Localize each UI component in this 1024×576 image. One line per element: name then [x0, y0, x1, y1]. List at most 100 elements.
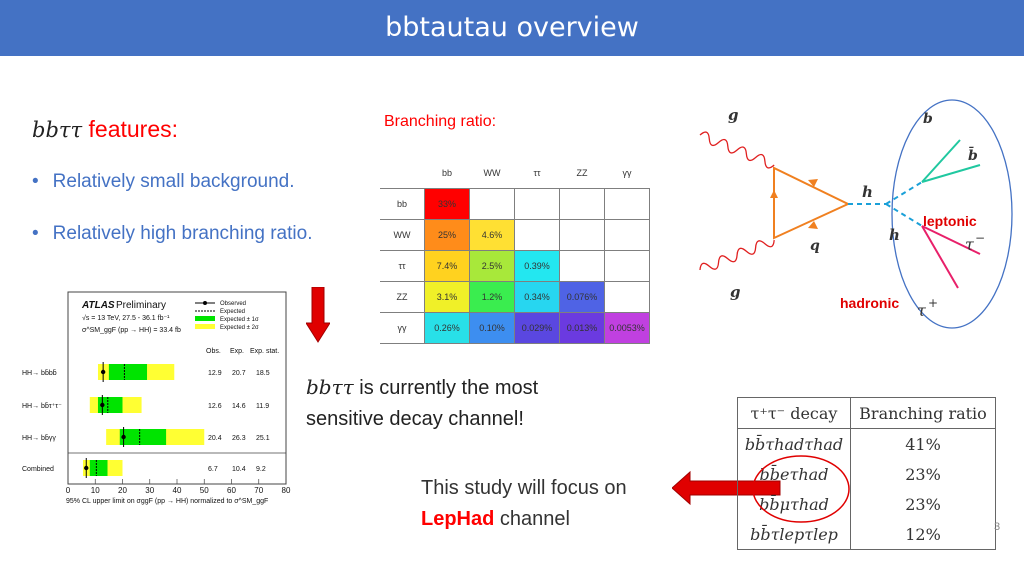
x-axis-label: 95% CL upper limit on σggF (pp → HH) nor… [66, 498, 268, 505]
ratio-cell: 25% [424, 219, 470, 251]
bullet-dot-icon: • [32, 223, 39, 244]
value-label: 20.7 [232, 370, 246, 377]
ratio-cell: 0.0053% [604, 312, 650, 344]
ratio-cell: 1.2% [469, 281, 515, 313]
ratio-cell: 0.029% [514, 312, 560, 344]
category-label: Combined [22, 466, 54, 473]
features-heading: bbττ features: [32, 116, 178, 143]
empty-cell [559, 219, 605, 251]
tau-minus-label: τ [965, 235, 975, 254]
bullet-dot-icon: • [32, 171, 39, 192]
higgs-label: h [889, 226, 900, 244]
bullet-item: • Relatively small background. [32, 171, 295, 193]
col-header: Exp. [230, 348, 244, 355]
legend-label: Expected ± 1σ [220, 317, 259, 323]
higgs-line [885, 203, 923, 227]
ratio-cell: 41% [905, 434, 941, 454]
empty-cell [604, 219, 650, 251]
decay-header-cell: τ⁺τ⁻ decay [738, 398, 851, 429]
gluon-top-label: g [728, 106, 739, 124]
observed-marker [121, 434, 126, 440]
value-label: 6.7 [208, 466, 218, 473]
ratio-cell: 0.39% [514, 250, 560, 282]
lephad-circle [752, 455, 850, 523]
tau-plus-line [921, 225, 959, 289]
value-label: 18.5 [256, 370, 270, 377]
decay-cell: bb̄μτhad [738, 489, 851, 519]
empty-cell [514, 219, 560, 251]
slide-title: bbtautau overview [385, 12, 639, 43]
empty-cell [604, 188, 650, 220]
x-tick-label: 40 [173, 486, 182, 495]
ratio-cell: 23% [905, 464, 941, 484]
ratio-cell: 23% [905, 494, 941, 514]
ratio-cell: 33% [424, 188, 470, 220]
quark-label: q [810, 238, 820, 254]
atlas-limit-chart: ATLAS Preliminary √s = 13 TeV, 27.5 - 36… [22, 291, 291, 505]
row-header: bb [380, 188, 425, 220]
decay-table-box: τ⁺τ⁻ decay Branching ratio bb̄τhadτhad 4… [737, 397, 996, 550]
band-1sigma [119, 429, 167, 445]
tau-minus-line [921, 225, 981, 255]
x-tick-label: 50 [200, 486, 209, 495]
sensitivity-text: is currently the most sensitive decay ch… [306, 377, 539, 430]
features-math-label: bbττ [32, 118, 83, 142]
col-header: Obs. [206, 348, 221, 355]
ratio-cell: 3.1% [424, 281, 470, 313]
tau-minus-sup: − [975, 231, 985, 245]
lephad-highlight: LepHad [421, 508, 495, 530]
row-header: γγ [380, 312, 425, 344]
x-tick-label: 60 [227, 486, 236, 495]
observed-marker [84, 465, 89, 471]
b-line [921, 139, 961, 183]
row-header: WW [380, 219, 425, 251]
value-label: 14.6 [232, 403, 246, 410]
decay-table: τ⁺τ⁻ decay Branching ratio bb̄τhadτhad 4… [738, 398, 995, 549]
value-label: 20.4 [208, 435, 222, 442]
ratio-header-cell: Branching ratio [850, 398, 995, 429]
ratio-cell: 7.4% [424, 250, 470, 282]
decay-ellipse [891, 99, 1013, 329]
quark-loop [773, 166, 851, 240]
x-tick-label: 70 [254, 486, 263, 495]
slide-number: 3 [994, 521, 1001, 533]
atlas-brand: ATLAS [81, 300, 115, 311]
empty-cell [559, 250, 605, 282]
col-header: Exp. stat. [250, 348, 279, 355]
value-label: 12.6 [208, 403, 222, 410]
category-label: HH→ bb̄bb̄ [22, 369, 57, 377]
study-line-2: LepHad channel [421, 504, 627, 535]
column-header: γγ [604, 158, 650, 189]
leptonic-label: leptonic [923, 213, 977, 229]
category-label: HH→ bb̄τ⁺τ⁻ [22, 402, 62, 410]
observed-marker [100, 402, 105, 408]
atlas-energy: √s = 13 TeV, 27.5 - 36.1 fb⁻¹ [82, 314, 170, 322]
x-tick-label: 30 [145, 486, 154, 495]
band-1sigma [97, 397, 123, 413]
tau-plus-sup: + [928, 296, 938, 310]
bbar-line [921, 164, 981, 183]
higgs-line [885, 181, 923, 205]
b-label: b [923, 111, 933, 127]
hadronic-label: hadronic [840, 295, 899, 311]
feynman-diagram: g g q h h b b̄ leptonic τ − hadronic τ + [699, 99, 1013, 329]
legend-label: Expected ± 2σ [220, 325, 259, 331]
study-statement: This study will focus on LepHad channel [421, 473, 627, 535]
bullet-text: Relatively small background. [52, 171, 295, 192]
value-label: 10.4 [232, 466, 246, 473]
features-heading-text: features: [88, 116, 179, 142]
corner-cell [380, 158, 425, 189]
ratio-cell: 4.6% [469, 219, 515, 251]
empty-cell [604, 281, 650, 313]
band-1sigma [108, 364, 148, 380]
ratio-cell: 0.34% [514, 281, 560, 313]
value-label: 25.1 [256, 435, 270, 442]
column-header: WW [469, 158, 515, 189]
value-label: 11.9 [256, 403, 269, 410]
bullet-text: Relatively high branching ratio. [52, 223, 313, 244]
column-header: ττ [514, 158, 560, 189]
empty-cell [559, 188, 605, 220]
higgs-label: h [862, 183, 873, 201]
value-label: 12.9 [208, 370, 222, 377]
gluon-bottom-line [699, 239, 775, 271]
